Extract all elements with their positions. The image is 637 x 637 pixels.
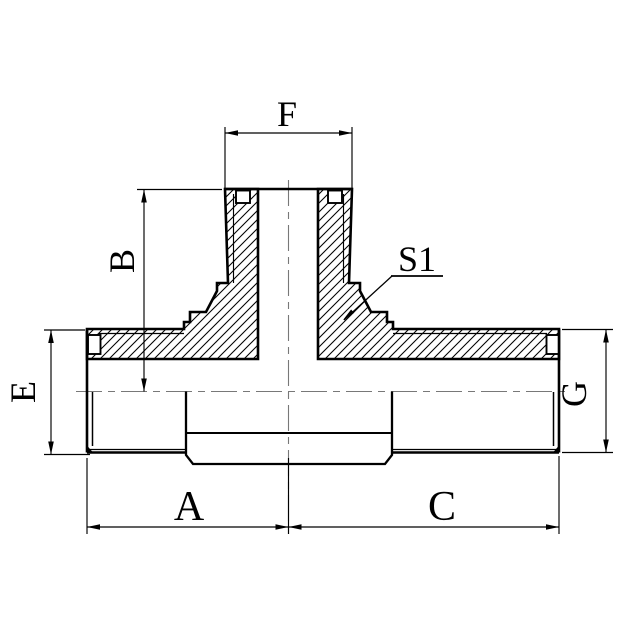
branch-right-notch bbox=[327, 189, 343, 204]
dim-label-f: F bbox=[277, 94, 297, 134]
right-corner-chamfer bbox=[553, 445, 559, 453]
body-right-notch bbox=[545, 334, 560, 355]
left-section-region bbox=[85, 187, 260, 361]
callout-s1 bbox=[343, 275, 443, 321]
branch-left-notch bbox=[235, 189, 251, 204]
dimension-f bbox=[224, 127, 353, 190]
b-arrow-bottom bbox=[141, 378, 147, 392]
f-arrow-left bbox=[225, 130, 238, 136]
dim-label-a: A bbox=[174, 484, 205, 530]
g-arrow-top bbox=[603, 329, 609, 343]
dimension-e bbox=[44, 329, 90, 456]
dimension-b bbox=[137, 188, 222, 392]
sectioned-metal bbox=[85, 187, 561, 361]
c-arrow-left bbox=[288, 524, 302, 530]
dim-label-e: E bbox=[3, 381, 43, 403]
c-arrow-right bbox=[546, 524, 559, 530]
a-arrow-left bbox=[87, 524, 100, 530]
g-arrow-bottom bbox=[603, 439, 609, 453]
dim-label-s1: S1 bbox=[398, 239, 436, 279]
left-corner-chamfer bbox=[87, 445, 93, 453]
dim-label-g: G bbox=[554, 381, 594, 407]
right-section-region bbox=[316, 187, 561, 361]
thread-root-lines bbox=[90, 194, 556, 451]
dimension-g bbox=[562, 328, 613, 454]
s1-leader-arrow bbox=[343, 309, 355, 320]
dim-label-b: B bbox=[102, 249, 142, 273]
a-arrow-right bbox=[275, 524, 289, 530]
f-arrow-right bbox=[339, 130, 352, 136]
body-left-notch bbox=[87, 334, 102, 355]
e-arrow-top bbox=[48, 330, 54, 343]
b-arrow-top bbox=[141, 189, 147, 203]
dim-label-c: C bbox=[428, 484, 456, 530]
dimension-a-c bbox=[86, 456, 560, 534]
e-arrow-bottom bbox=[48, 441, 54, 455]
